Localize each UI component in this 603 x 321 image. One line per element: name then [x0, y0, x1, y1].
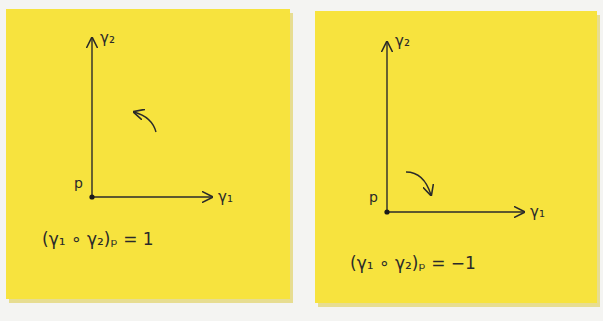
horizontal-axis [387, 211, 524, 212]
point-dot [89, 194, 94, 199]
formula: (γ₁ ∘ γ₂)ₚ = −1 [350, 254, 476, 273]
point-label: p [74, 176, 83, 191]
horizontal-axis [92, 196, 212, 197]
point-label: p [369, 190, 378, 205]
axis-label: γ₁ [530, 204, 545, 221]
point-dot [384, 209, 389, 214]
sticky-note [6, 9, 290, 299]
formula: (γ₁ ∘ γ₂)ₚ = 1 [42, 230, 154, 249]
vertical-axis [91, 38, 92, 197]
rotation-arrow [134, 112, 156, 132]
axis-label: γ₂ [395, 33, 410, 50]
axis-label: γ₁ [218, 189, 233, 206]
rotation-arrow [406, 172, 431, 195]
sticky-note [315, 11, 597, 303]
axis-label: γ₂ [100, 30, 115, 47]
vertical-axis [386, 42, 387, 212]
